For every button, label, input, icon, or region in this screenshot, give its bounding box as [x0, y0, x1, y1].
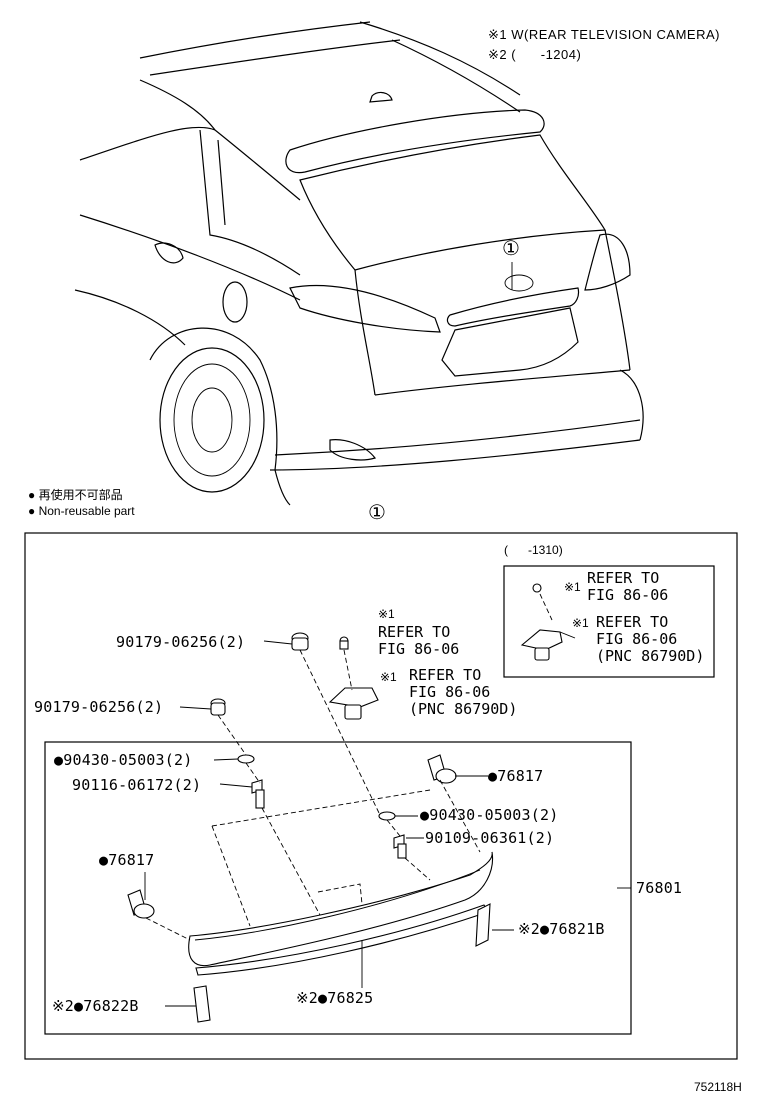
inset-frame: [503, 565, 715, 678]
main-diagram-frame: [24, 532, 738, 1060]
part-90179-06256-left: 90179-06256(2): [34, 698, 164, 716]
note-date-range: ※2 ( -1204): [488, 47, 582, 62]
note-rear-camera: ※1 W(REAR TELEVISION CAMERA): [488, 27, 720, 42]
inset-date-range: ( -1310): [504, 543, 563, 557]
callout-one-diagram: ①: [368, 502, 386, 524]
inset-ref-a: REFER TO FIG 86-06: [587, 569, 669, 604]
part-90179-06256-top: 90179-06256(2): [116, 633, 246, 651]
part-76817-left: ●76817: [99, 851, 155, 869]
ref-top-mark: ※1: [378, 607, 395, 621]
part-90116-06172: 90116-06172(2): [72, 776, 202, 794]
inset-parts: [520, 583, 576, 661]
part-90430-05003-right: ●90430-05003(2): [420, 806, 559, 824]
part-76821B: ※2●76821B: [518, 920, 605, 938]
part-90109-06361: 90109-06361(2): [425, 829, 555, 847]
part-76817-right: ●76817: [488, 767, 544, 785]
main-parts: [127, 632, 631, 1023]
inset-ref-a-mark: ※1: [564, 580, 581, 594]
part-76822B: ※2●76822B: [52, 997, 139, 1015]
part-76825: ※2●76825: [296, 989, 374, 1007]
part-76801: 76801: [636, 879, 683, 897]
figure-id: 752118H: [694, 1080, 742, 1094]
legend-nonreusable-jp: ● 再使用不可部品: [28, 488, 123, 502]
part-90430-05003-left: ●90430-05003(2): [54, 751, 193, 769]
callout-one-vehicle: ①: [502, 238, 520, 260]
ref-top: REFER TO FIG 86-06: [378, 623, 460, 658]
inset-ref-b: REFER TO FIG 86-06 (PNC 86790D): [596, 613, 705, 665]
inset-ref-b-mark: ※1: [572, 616, 589, 630]
vehicle-illustration: [74, 21, 644, 506]
ref-mid-mark: ※1: [380, 670, 397, 684]
legend-nonreusable-en: ● Non-reusable part: [28, 504, 135, 518]
ref-mid: REFER TO FIG 86-06 (PNC 86790D): [409, 666, 518, 718]
